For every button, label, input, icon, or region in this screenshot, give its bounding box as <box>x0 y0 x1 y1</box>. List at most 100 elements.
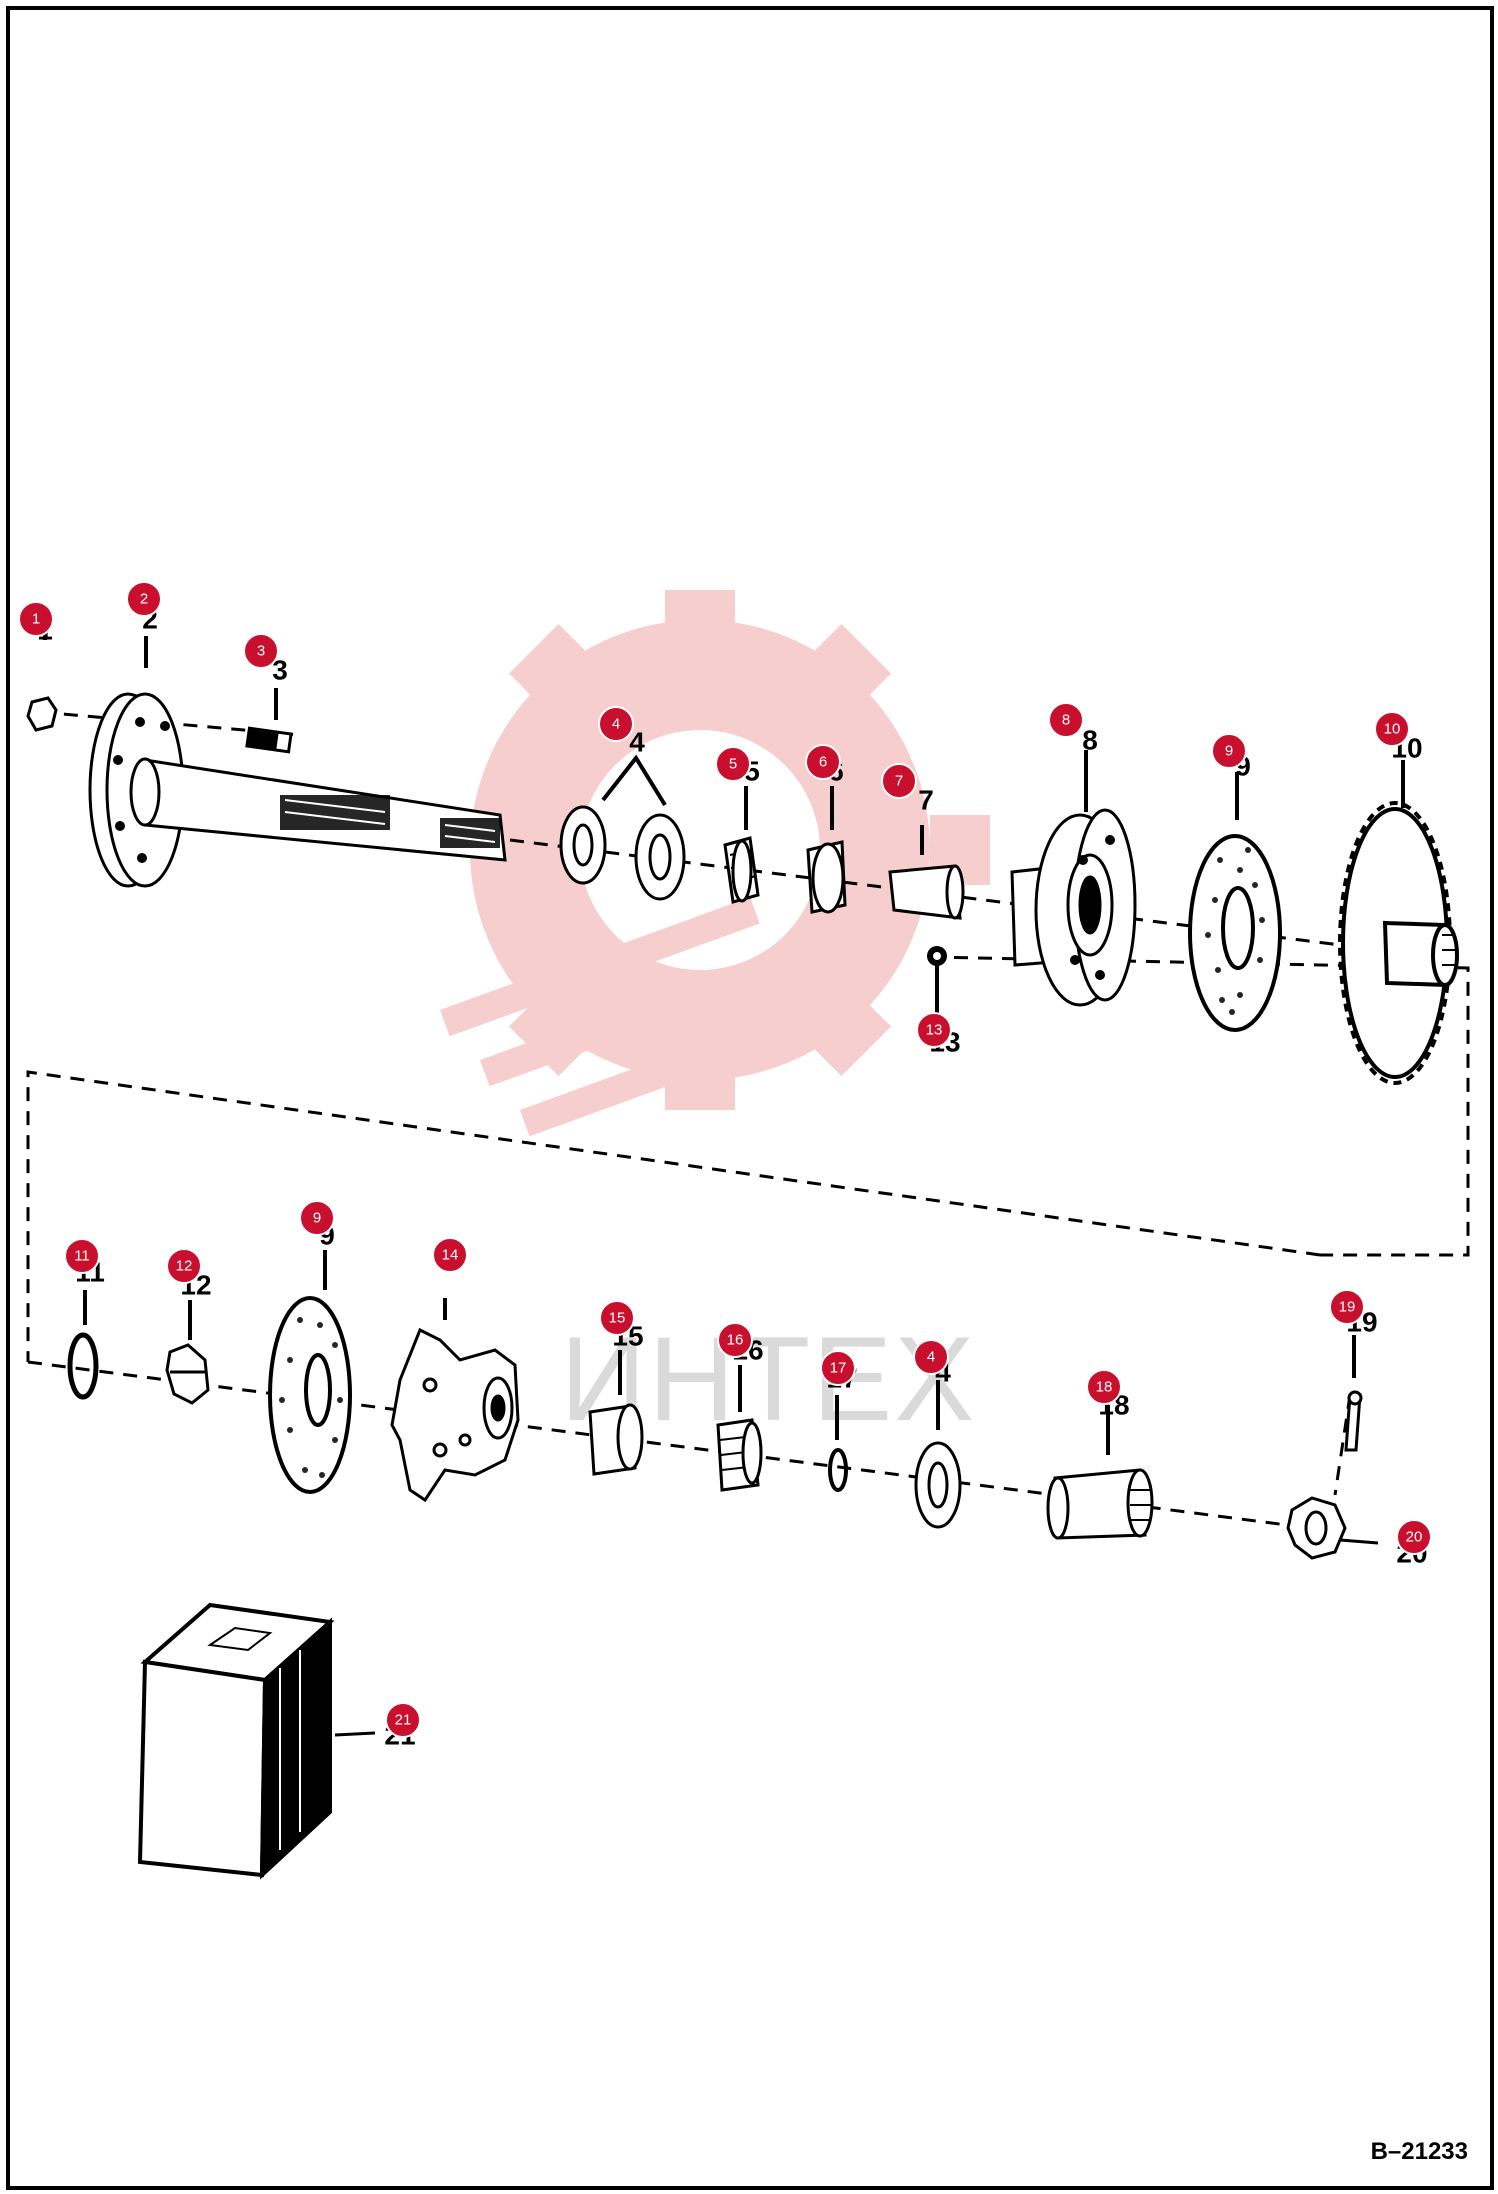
callout-17[interactable]: 17 <box>820 1350 856 1386</box>
callout-18[interactable]: 18 <box>1086 1369 1122 1405</box>
callout-marker[interactable] <box>166 1248 202 1284</box>
callout-4[interactable]: 4 <box>913 1339 949 1375</box>
part-9-disc <box>1188 834 1282 1032</box>
callout-marker[interactable] <box>1048 702 1084 738</box>
part-16-bearing <box>716 1418 763 1492</box>
watermark-wrench-stripes <box>440 897 774 1137</box>
callout-label: 1 <box>32 611 40 628</box>
callout-marker[interactable] <box>881 763 917 799</box>
part-2-axle <box>88 692 507 888</box>
callout-label: 11 <box>74 1248 90 1265</box>
printed-number-8: 8 <box>1082 725 1098 756</box>
drawing-number: B–21233 <box>1370 2138 1468 2165</box>
callout-12[interactable]: 12 <box>166 1248 202 1284</box>
callout-marker[interactable] <box>299 1200 335 1236</box>
callout-label: 19 <box>1339 1299 1356 1316</box>
part-20-nut <box>1286 1496 1379 1560</box>
callout-19[interactable]: 19 <box>1329 1289 1365 1325</box>
callout-marker[interactable] <box>916 1012 952 1048</box>
callout-label: 18 <box>1096 1379 1113 1396</box>
part-12-nut <box>165 1343 210 1405</box>
callout-1[interactable]: 1 <box>18 601 54 637</box>
callout-label: 9 <box>1225 743 1233 760</box>
part-8-hub <box>1010 808 1137 1007</box>
part-1-nut <box>26 696 58 732</box>
callout-marker[interactable] <box>913 1339 949 1375</box>
callout-20[interactable]: 20 <box>1396 1519 1432 1555</box>
callout-label: 10 <box>1384 721 1401 738</box>
callout-11[interactable]: 11 <box>64 1238 100 1274</box>
part-5-bearing <box>723 836 760 904</box>
callout-9[interactable]: 9 <box>299 1200 335 1236</box>
callout-label: 9 <box>313 1210 321 1227</box>
part-7-spacer <box>888 864 965 920</box>
callout-2[interactable]: 2 <box>126 581 162 617</box>
callout-7[interactable]: 7 <box>881 763 917 799</box>
part-15-cup <box>588 1403 644 1476</box>
callout-label: 3 <box>257 643 265 660</box>
callout-marker[interactable] <box>64 1238 100 1274</box>
printed-number-3: 3 <box>272 655 288 686</box>
callout-marker[interactable] <box>598 706 634 742</box>
callout-label: 8 <box>1062 712 1070 729</box>
callout-label: 14 <box>442 1247 459 1264</box>
callout-marker[interactable] <box>243 633 279 669</box>
callout-marker[interactable] <box>715 746 751 782</box>
callout-label: 7 <box>895 773 903 790</box>
part-18-sleeve <box>1046 1468 1154 1540</box>
callout-15[interactable]: 15 <box>599 1300 635 1336</box>
part-21-kit-box <box>137 1602 376 1880</box>
part-4-seals <box>559 805 686 901</box>
callout-4[interactable]: 4 <box>598 706 634 742</box>
callout-marker[interactable] <box>1086 1369 1122 1405</box>
callout-marker[interactable] <box>805 744 841 780</box>
watermark-logo: ИНТЕХ <box>440 590 990 1446</box>
callout-marker[interactable] <box>1329 1289 1365 1325</box>
callout-marker[interactable] <box>820 1350 856 1386</box>
callout-13[interactable]: 13 <box>916 1012 952 1048</box>
callout-label: 4 <box>927 1349 935 1366</box>
watermark-gear-teeth <box>509 590 990 1110</box>
part-19-pin <box>1344 1390 1363 1452</box>
printed-number-4: 4 <box>629 727 645 758</box>
callout-label: 15 <box>609 1310 626 1327</box>
callout-9[interactable]: 9 <box>1211 733 1247 769</box>
part-10-sprocket <box>1338 801 1459 1085</box>
callout-14[interactable]: 14 <box>432 1237 468 1273</box>
callout-label: 6 <box>819 754 827 771</box>
callout-marker[interactable] <box>717 1322 753 1358</box>
part-11-ring <box>67 1332 99 1400</box>
part-13-fitting <box>927 946 947 966</box>
callout-label: 21 <box>395 1712 412 1729</box>
callout-marker[interactable] <box>1374 711 1410 747</box>
callout-label: 16 <box>727 1332 744 1349</box>
printed-number-7: 7 <box>918 785 934 816</box>
callout-label: 17 <box>830 1360 847 1377</box>
callout-3[interactable]: 3 <box>243 633 279 669</box>
part-14-housing <box>390 1327 520 1503</box>
callout-marker[interactable] <box>1396 1519 1432 1555</box>
part-9-disc-lower <box>268 1296 352 1494</box>
part-3-stud <box>245 726 293 754</box>
callout-marker[interactable] <box>1211 733 1247 769</box>
part-4-seal-lower <box>914 1441 962 1529</box>
callout-marker[interactable] <box>18 601 54 637</box>
callout-21[interactable]: 21 <box>385 1702 421 1738</box>
callout-8[interactable]: 8 <box>1048 702 1084 738</box>
callout-label: 13 <box>926 1022 943 1039</box>
callout-16[interactable]: 16 <box>717 1322 753 1358</box>
callout-marker[interactable] <box>385 1702 421 1738</box>
part-17-ring <box>828 1448 848 1492</box>
callout-5[interactable]: 5 <box>715 746 751 782</box>
callout-marker[interactable] <box>599 1300 635 1336</box>
callout-label: 12 <box>176 1258 193 1275</box>
callout-label: 20 <box>1406 1529 1423 1546</box>
callout-marker[interactable] <box>126 581 162 617</box>
drawing-frame <box>6 6 1494 2190</box>
callout-marker[interactable] <box>432 1237 468 1273</box>
callout-10[interactable]: 10 <box>1374 711 1410 747</box>
callout-6[interactable]: 6 <box>805 744 841 780</box>
part-6-cup <box>806 840 847 914</box>
